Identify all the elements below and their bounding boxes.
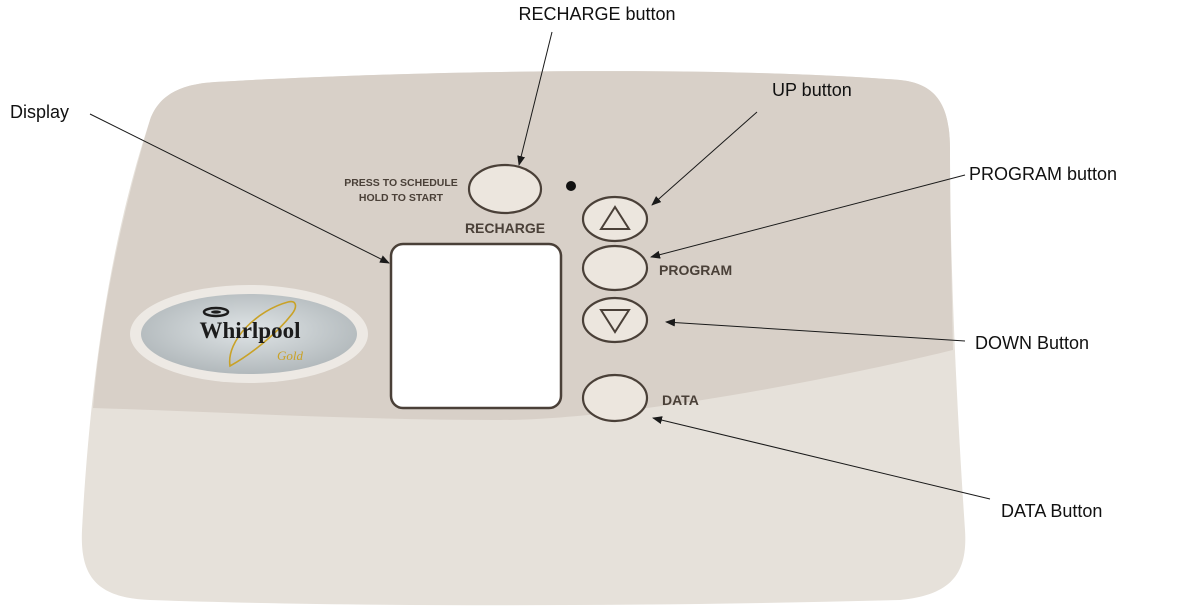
- indicator-led-icon: [566, 181, 576, 191]
- program-button[interactable]: [581, 244, 649, 292]
- logo-brand-text: Whirlpool: [200, 318, 301, 343]
- down-button[interactable]: [581, 296, 649, 344]
- recharge-hint-line2: HOLD TO START: [359, 192, 444, 204]
- display-screen: [389, 242, 563, 410]
- display-callout: Display: [10, 102, 69, 122]
- data-button[interactable]: [581, 373, 649, 423]
- recharge-hint-line1: PRESS TO SCHEDULE: [344, 177, 458, 189]
- down-leader-line: [665, 318, 966, 342]
- data-button-label: DATA: [662, 392, 699, 408]
- program-button-label: PROGRAM: [659, 262, 732, 278]
- recharge-button-label: RECHARGE: [465, 220, 545, 236]
- triangle-down-icon: [599, 309, 631, 334]
- data-callout: DATA Button: [1001, 501, 1102, 521]
- display-leader-line: [89, 113, 390, 264]
- logo-swirl-icon: [202, 306, 230, 318]
- data-leader-line: [652, 416, 991, 500]
- logo-gold-swoosh-icon: [228, 300, 297, 368]
- recharge-button[interactable]: [467, 163, 543, 215]
- recharge-leader-line: [517, 31, 553, 166]
- recharge-callout: RECHARGE button: [518, 4, 675, 24]
- logo-sub-text: Gold: [277, 348, 304, 363]
- whirlpool-gold-logo: Whirlpool Gold: [130, 285, 368, 383]
- triangle-up-icon: [599, 205, 631, 230]
- up-button[interactable]: [581, 195, 649, 243]
- down-callout: DOWN Button: [975, 333, 1089, 353]
- up-callout: UP button: [772, 80, 852, 100]
- program-leader-line: [650, 174, 966, 259]
- program-callout: PROGRAM button: [969, 164, 1117, 184]
- up-leader-line: [651, 111, 758, 206]
